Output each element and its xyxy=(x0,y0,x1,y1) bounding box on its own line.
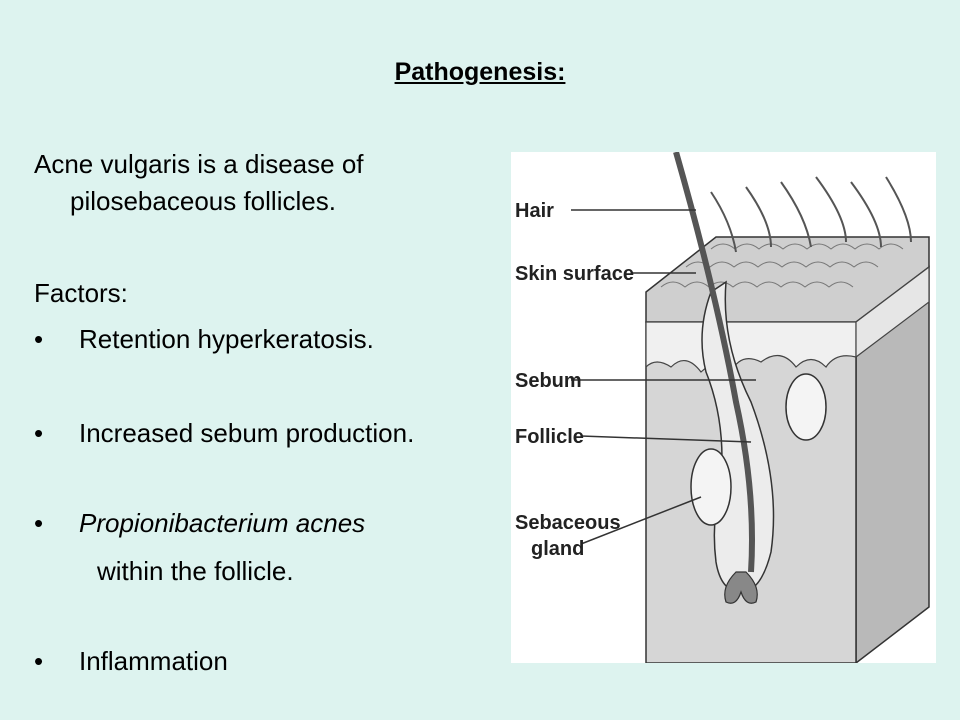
leader-lines xyxy=(571,209,756,545)
intro-line-2: pilosebaceous follicles. xyxy=(70,186,336,216)
bullet-item: • Increased sebum production. xyxy=(34,418,414,449)
bullet-text: Propionibacterium acnes xyxy=(79,508,366,538)
bullet-item: • Propionibacterium acnes xyxy=(34,508,365,539)
epidermis-right xyxy=(855,265,930,359)
bullet-item: • Inflammation xyxy=(34,646,228,677)
hair-shaft xyxy=(673,152,755,573)
skin-scales xyxy=(660,243,904,288)
label-hair: Hair xyxy=(515,200,554,222)
hair-root xyxy=(724,571,758,604)
bullet-text: Increased sebum production. xyxy=(79,418,415,448)
bullet-item: • Retention hyperkeratosis. xyxy=(34,324,374,355)
bullet-dot: • xyxy=(34,646,44,676)
epidermis-band xyxy=(645,321,857,374)
factors-heading: Factors: xyxy=(34,278,128,308)
label-sebaceous: Sebaceous xyxy=(515,512,621,534)
label-skin-surface: Skin surface xyxy=(515,263,634,285)
skin-diagram: Hair Skin surface Sebum Follicle Sebaceo… xyxy=(511,152,936,663)
sebaceous-gland-right xyxy=(785,373,827,441)
label-follicle: Follicle xyxy=(515,426,584,448)
label-gland: gland xyxy=(531,538,584,560)
bullet-continuation: within the follicle. xyxy=(97,556,294,586)
bullet-text: Inflammation xyxy=(79,646,228,676)
skin-diagram-svg: Hair Skin surface Sebum Follicle Sebaceo… xyxy=(515,152,930,663)
bullet-dot: • xyxy=(34,418,44,448)
label-sebum: Sebum xyxy=(515,370,582,392)
background-hairs xyxy=(710,176,912,253)
sebaceous-gland-left xyxy=(690,448,732,526)
bullet-dot: • xyxy=(34,508,44,538)
intro-line-1: Acne vulgaris is a disease of xyxy=(34,149,364,179)
intro-paragraph: Acne vulgaris is a disease of pilosebace… xyxy=(34,146,364,220)
slide-title: Pathogenesis: xyxy=(394,58,566,86)
bullet-dot: • xyxy=(34,324,44,354)
bullet-text: Retention hyperkeratosis. xyxy=(79,324,374,354)
